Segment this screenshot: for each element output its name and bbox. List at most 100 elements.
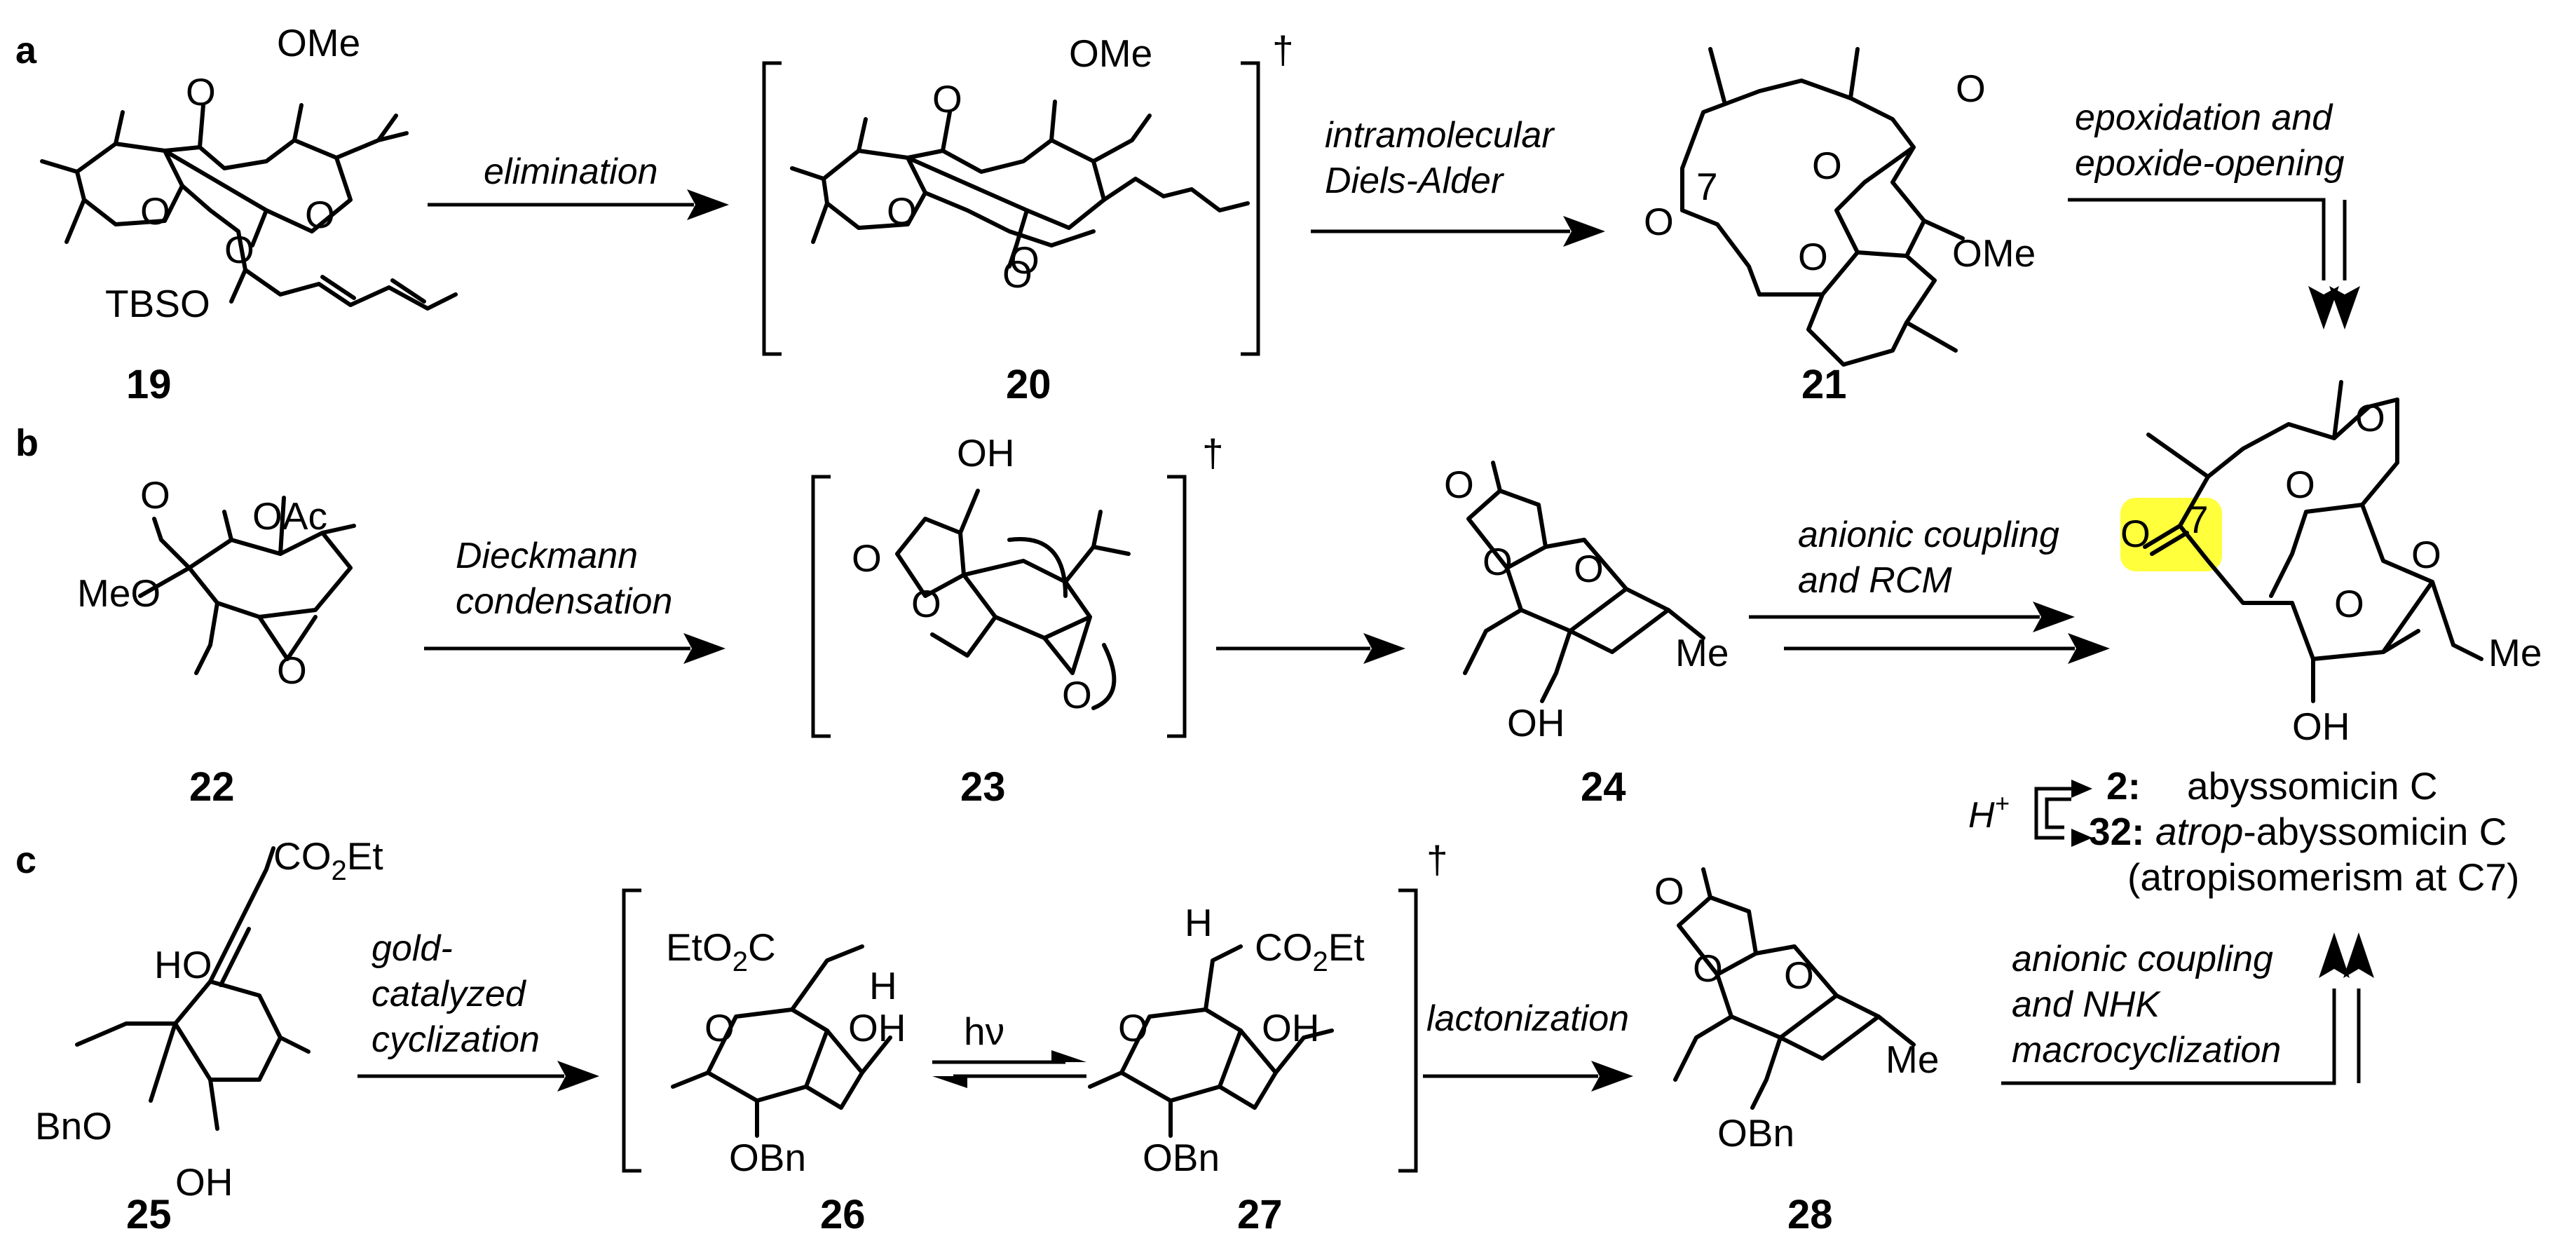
structure-25 [75,846,311,1131]
structure-23 [895,489,1131,710]
atom-o: O [1009,238,1040,282]
atom-ome: OMe [1069,32,1152,75]
atom-oh: OH [2292,705,2350,748]
compound-number-26: 26 [820,1192,866,1236]
arrowhead [2071,780,2092,798]
panel-label-c: c [15,839,36,881]
c7-highlight [2120,498,2222,571]
acid-catalyst-label: H+ [1968,789,2010,836]
atom-eto2c: EtO2C [666,925,776,977]
atom-bno: BnO [35,1104,112,1148]
arrowhead [1051,1050,1086,1062]
atom-co2et: CO2Et [1255,925,1365,977]
structure-19 [40,103,458,311]
arrowhead [2068,633,2110,664]
atom-o: O [1483,540,1513,583]
reagent-label-epoxidation: epoxidation and [2075,97,2333,138]
atom-o: O [1644,200,1674,243]
arrowhead [687,189,729,220]
product-2-number: 2: [2106,764,2141,808]
structure-27 [1088,944,1334,1138]
photochemical-label: hν [964,1010,1004,1053]
atom-oac: OAc [252,494,327,538]
bracket-left [622,888,641,1173]
reaction-arrow-epoxidation [2068,198,2347,280]
atom-locant-7: 7 [1696,165,1718,208]
atom-o: O [2285,463,2315,506]
structure-abyssomicin-c [2143,380,2483,703]
reagent-label-epoxide-opening: epoxide-opening [2075,143,2345,184]
atom-o: O [1812,144,1842,187]
arrowhead [683,633,725,664]
atom-o: O [277,648,307,692]
atom-o: O [1062,673,1092,717]
atom-o: O [852,536,882,580]
atom-o: O [2334,582,2364,625]
atom-o: O [2411,533,2441,576]
atom-ho: HO [154,943,212,986]
reagent-label-elimination: elimination [484,151,658,192]
atom-o: O [1574,547,1604,590]
reagent-label-lactonization: lactonization [1426,998,1629,1039]
atom-o: O [2120,512,2151,555]
compound-number-27: 27 [1237,1192,1283,1236]
atom-oh: OH [957,431,1015,475]
atom-o: O [186,70,216,114]
atom-o: O [1654,869,1684,913]
atom-o: O [1784,953,1814,997]
bracket-right [1398,888,1418,1173]
reagent-label-cyclization: cyclization [372,1019,540,1060]
atom-oh: OH [1507,701,1565,745]
atom-o: O [1118,1006,1148,1050]
structure-21 [1680,47,1965,367]
compound-number-23: 23 [960,764,1006,810]
atom-me: Me [2488,631,2542,674]
arrowhead [2308,286,2339,330]
arrowhead [2329,286,2360,330]
product-32-note: (atropisomerism at C7) [2127,855,2519,899]
reagent-label-catalyzed: catalyzed [372,974,527,1014]
atom-o: O [911,582,941,625]
compound-number-22: 22 [189,764,235,810]
reagent-label-macrocyclization: macrocyclization [2012,1030,2281,1071]
structure-26 [671,944,892,1138]
structure-22 [138,496,356,675]
atom-o: O [1002,252,1033,296]
arrowhead [2319,932,2350,978]
atom-o: O [224,228,254,271]
structure-20 [790,100,1250,269]
atom-o: O [1956,67,1986,110]
bracket-right [1241,61,1260,356]
atom-o: O [887,189,917,233]
product-2-name: abyssomicin C [2187,764,2438,808]
reagent-label-gold: gold- [372,928,453,969]
structure-28 [1673,867,1916,1110]
atom-o: O [932,77,962,121]
reagent-label-and-nhk: and NHK [2012,984,2161,1025]
arrowhead [2071,829,2092,847]
atom-oh: OH [175,1160,233,1204]
compound-number-28: 28 [1787,1192,1833,1236]
atom-meo: MeO [77,571,161,615]
reaction-arrow-anionic-nhk [2001,989,2361,1085]
atom-o: O [1798,235,1828,278]
atom-co2et: CO2Et [273,834,383,886]
arrowhead [932,1076,967,1088]
compound-number-21: 21 [1801,362,1847,407]
atom-me: Me [1675,631,1729,674]
product-32-number: 32: [2089,810,2145,853]
product-32-name: atrop-abyssomicin C [2155,810,2507,853]
equilibrium-arrow [2045,797,2071,829]
atom-oh: OH [1262,1006,1320,1050]
reagent-label-anionic-coupling: anionic coupling [2012,939,2273,979]
arrowhead [2033,602,2075,632]
arrowhead [2343,932,2374,978]
panel-label-a: a [15,29,37,72]
structure-24 [1463,461,1705,703]
atom-tbso: TBSO [105,282,210,325]
reagent-label-dieckmann: Dieckmann [456,536,638,576]
reagent-label-diels-alder: Diels-Alder [1325,161,1505,201]
atom-o: O [704,1006,735,1050]
atom-locant-7: 7 [2187,498,2209,541]
